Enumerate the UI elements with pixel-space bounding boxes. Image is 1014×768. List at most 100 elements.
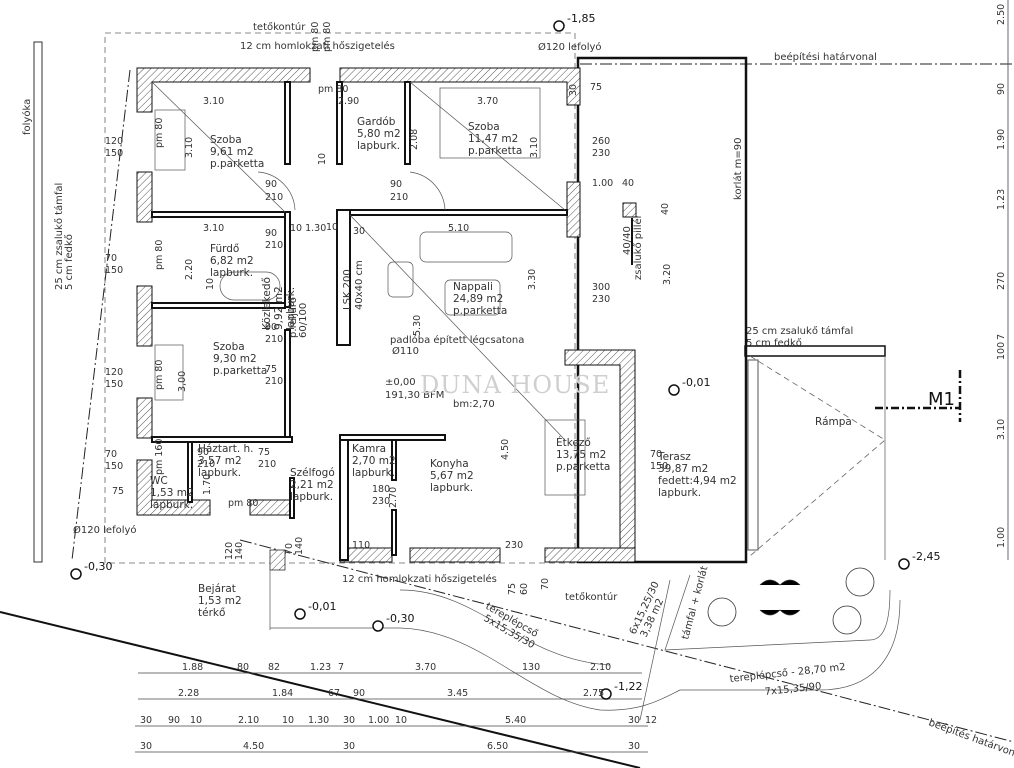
opening-dimension: 210 (390, 192, 408, 203)
opening-dimension: 180 (372, 484, 390, 495)
opening-dimension: 75 (265, 364, 277, 375)
dimension-value: 90 (168, 715, 180, 726)
room-name: Fürdő (210, 243, 239, 255)
room-area: 39,87 m2 (658, 463, 708, 475)
annotation-level-zero: ±0,00 (385, 377, 416, 388)
dimension-value: 90 (353, 688, 365, 699)
annotation-left-wall: 25 cm zsalukő támfal (53, 183, 65, 290)
level-marker-icon (372, 620, 384, 632)
room-dimension: 40 (622, 178, 634, 189)
opening-dimension: 150 (105, 461, 123, 472)
room-area: 9,92 m2 (273, 286, 285, 330)
room-floor: lapburk. (290, 491, 333, 503)
room-name: Gardób (357, 116, 396, 128)
room-area: 1,53 m2 (150, 487, 194, 499)
dimension-value: 6.50 (487, 741, 508, 752)
opening-dimension: 70 (650, 449, 662, 460)
room-floor: p.parketta (468, 145, 522, 157)
opening-dimension: pm 80 (322, 22, 333, 52)
room-name: Szoba (213, 341, 245, 353)
annotation-drain-top: Ø120 lefolyó (538, 41, 602, 53)
room-area: 9,61 m2 (210, 146, 254, 158)
annotation-coping: 5 cm fedkő (746, 337, 802, 349)
dimension-value: 30 (140, 741, 152, 752)
ramp-slope (749, 355, 886, 557)
dimension-value: 10 (282, 715, 294, 726)
dimension-value: 1.30 (308, 715, 329, 726)
annotation-air-duct-d: Ø110 (392, 345, 419, 357)
dimension-value: 30 (628, 741, 640, 752)
opening-dimension: 300 (592, 282, 610, 293)
dimension-value: 80 (237, 662, 249, 673)
annotation-pillar: zsalukő pillér (632, 213, 644, 280)
right-dimension-value: 270 (996, 272, 1007, 290)
annotation-railing: korlát m=90 (732, 137, 744, 200)
right-dimension-value: 100 (996, 342, 1007, 360)
room-area: 13,75 m2 (556, 449, 606, 461)
opening-dimension: 150 (650, 461, 668, 472)
watermark-logo: DUNA HOUSE (420, 371, 610, 399)
opening-dimension: 140 (234, 542, 245, 560)
annotation-drain-bottom: Ø120 lefolyó (73, 524, 137, 536)
opening-dimension: 210 (265, 376, 283, 387)
room-dimension: 2.20 (184, 259, 195, 280)
opening-dimension: 70 (105, 253, 117, 264)
ramp-rail (747, 359, 759, 551)
room-dimension: 3.10 (529, 137, 540, 158)
room-floor: lapburk. (658, 487, 701, 499)
retaining-wall (744, 345, 886, 357)
right-dimension-value: 2.50 (996, 4, 1007, 25)
opening-dimension: 75 (258, 447, 270, 458)
annotation-air-duct: padlóba épített légcsatona (390, 334, 524, 346)
annotation-left-coping: 5 cm fedkő (63, 234, 75, 290)
gutter-channel (33, 41, 43, 563)
room-dimension: 3.10 (203, 96, 224, 107)
dimension-value: 3.70 (415, 662, 436, 673)
dimension-value: 4.50 (243, 741, 264, 752)
dimension-value: 1.88 (182, 662, 203, 673)
room-name: WC (150, 475, 168, 487)
room-name: Szoba (468, 121, 500, 133)
right-dimension-value: 90 (996, 83, 1007, 95)
opening-dimension: 210 (258, 459, 276, 470)
room-floor: térkő (198, 607, 225, 619)
room-dimension: 5.10 (448, 223, 469, 234)
level-marker-icon (668, 384, 680, 396)
annotation-chimney-size: 40x40 cm (354, 260, 365, 310)
dimension-value: 12 (645, 715, 657, 726)
room-dimension: 10 (205, 278, 216, 290)
right-dimension-value: 1.23 (996, 189, 1007, 210)
level-value: -1,22 (614, 680, 642, 693)
room-dimension: 30 (353, 226, 365, 237)
room-area: 24,89 m2 (453, 293, 503, 305)
level-marker-icon (294, 608, 306, 620)
room-dimension: 10 (326, 222, 338, 233)
dimension-value: 5.40 (505, 715, 526, 726)
opening-dimension: pm 80 (154, 240, 165, 270)
opening-dimension: 75 (507, 583, 518, 595)
opening-dimension: 110 (352, 540, 370, 551)
level-marker-icon (70, 568, 82, 580)
room-dimension: 3.10 (184, 137, 195, 158)
dimension-value: 2.75 (583, 688, 604, 699)
annotation-bfm: 191,30 BFM (385, 390, 444, 401)
room-area: 5,80 m2 (357, 128, 401, 140)
room-dimension: 3.70 (477, 96, 498, 107)
room-name: Közlekedő (261, 277, 273, 330)
opening-dimension: 70 (105, 449, 117, 460)
dimension-value: 1.23 (310, 662, 331, 673)
opening-dimension: 120 (224, 542, 235, 560)
room-dimension: 1.70 (202, 474, 213, 495)
dimension-value: 10 (395, 715, 407, 726)
room-dimension: 3.10 (203, 223, 224, 234)
room-floor: lapburk. (352, 467, 395, 479)
dimension-value: 2.10 (590, 662, 611, 673)
opening-dimension: 230 (592, 294, 610, 305)
opening-dimension: 90 (197, 447, 209, 458)
opening-dimension: 230 (505, 540, 523, 551)
level-marker-icon (553, 20, 565, 32)
room-area: 5,67 m2 (430, 470, 474, 482)
roof-contour (104, 32, 576, 564)
annotation-insulation-top: 12 cm homlokzati hőszigetelés (240, 40, 395, 52)
